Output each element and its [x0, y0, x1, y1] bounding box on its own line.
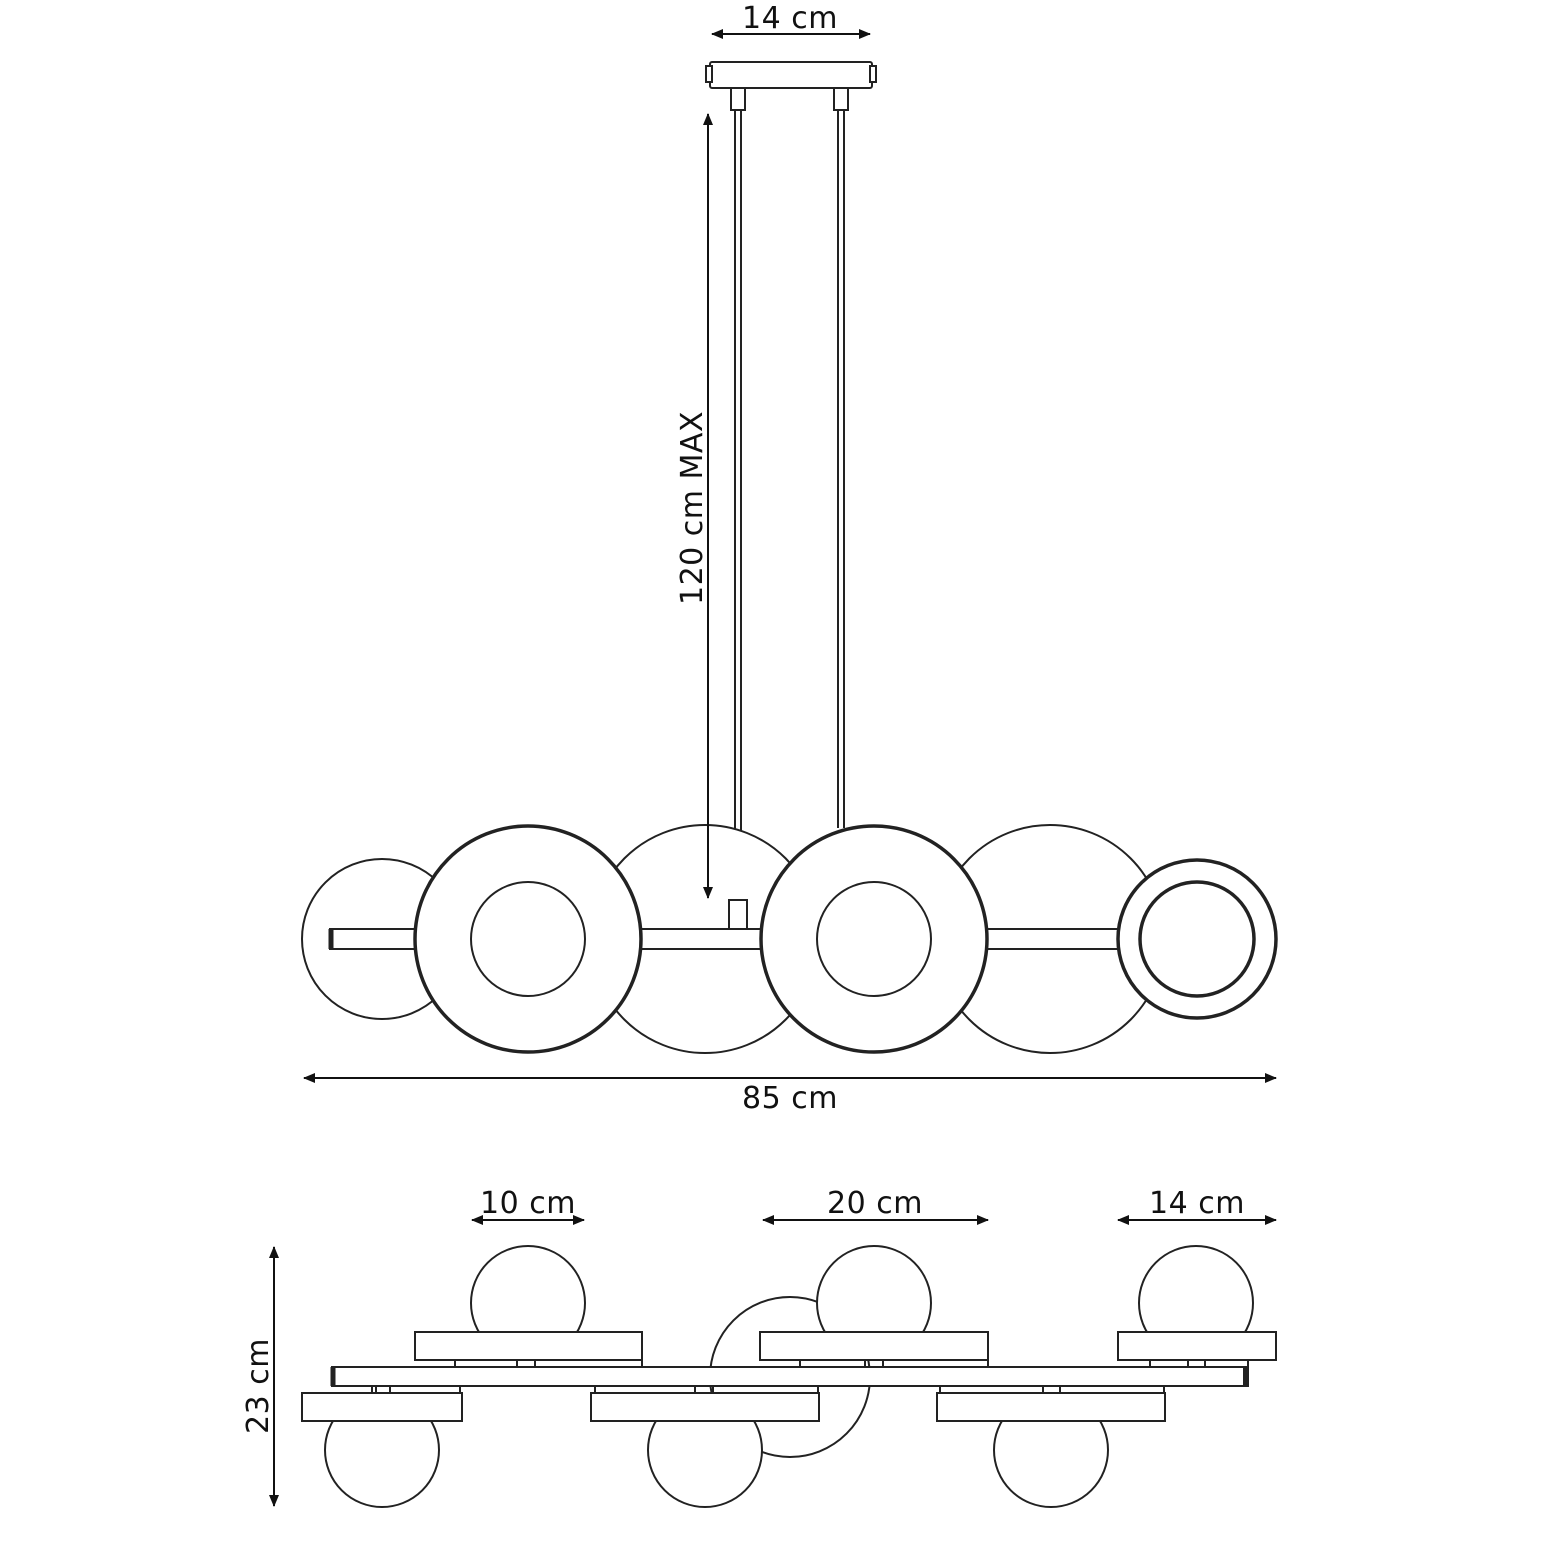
dim-total-width-label: 85 cm	[742, 1081, 838, 1116]
front-discs	[413, 824, 1278, 1054]
dim-max-drop-label: 120 cm MAX	[675, 411, 710, 605]
dim-canopy-width-label: 14 cm	[742, 1, 838, 36]
suspension-cables	[734, 110, 845, 900]
dim-canopy-width: 14 cm	[711, 1, 871, 39]
side-view: 10 cm 20 cm 14 cm 23 cm	[241, 1186, 1277, 1508]
lower-discs	[301, 1392, 1166, 1422]
dim-medium-disc-label: 20 cm	[827, 1186, 923, 1221]
dim-medium-disc: 20 cm	[762, 1186, 989, 1225]
front-view: 14 cm 120 cm MAX 85 cm	[301, 1, 1278, 1116]
dim-height-label: 23 cm	[241, 1338, 276, 1434]
dim-max-drop: 120 cm MAX	[675, 113, 713, 899]
side-bar	[330, 1366, 1249, 1387]
dim-disc-width: 14 cm	[1117, 1186, 1277, 1225]
dim-disc-width-label: 14 cm	[1149, 1186, 1245, 1221]
ceiling-canopy	[705, 61, 877, 111]
dim-small-shade-label: 10 cm	[480, 1186, 576, 1221]
upper-discs	[414, 1331, 1277, 1368]
dim-small-shade: 10 cm	[471, 1186, 585, 1225]
dim-height: 23 cm	[241, 1246, 279, 1507]
lower-connectors	[371, 1385, 1165, 1394]
dim-total-width: 85 cm	[303, 1073, 1277, 1116]
